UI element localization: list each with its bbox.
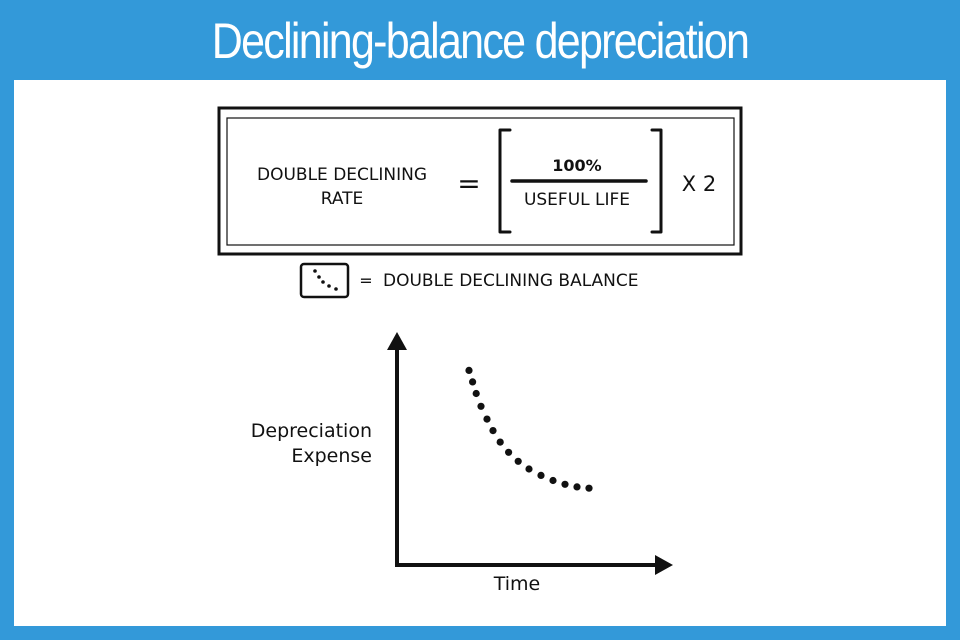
x-axis-arrow (655, 555, 673, 575)
data-point (561, 480, 569, 488)
formula-lhs-line1: DOUBLE DECLINING (257, 165, 427, 185)
formula-box-inner (226, 117, 735, 246)
data-point (496, 438, 504, 446)
formula-box: DOUBLE DECLINING RATE = 100% USEFUL LIFE… (217, 106, 743, 256)
dotted-curve-icon (299, 262, 350, 299)
data-point (514, 457, 522, 465)
formula-box-outer (217, 106, 743, 256)
y-axis-label-line1: Depreciation (251, 420, 372, 442)
data-point (573, 483, 581, 491)
y-axis-label-line2: Expense (291, 445, 372, 467)
data-point (537, 471, 545, 479)
chart: Depreciation Expense Time (251, 332, 673, 595)
y-axis-arrow (387, 332, 407, 350)
data-point (525, 465, 533, 473)
legend: = DOUBLE DECLINING BALANCE (299, 262, 639, 299)
page-title: Declining-balance depreciation (211, 13, 750, 69)
data-point (469, 378, 477, 386)
content-panel (14, 80, 946, 626)
left-bracket (498, 128, 512, 234)
data-point (489, 427, 497, 435)
data-point (549, 476, 557, 485)
data-point (585, 484, 593, 492)
formula-multiplier: X 2 (682, 172, 716, 196)
data-point (477, 402, 485, 410)
right-bracket (650, 128, 663, 234)
formula-lhs-line2: RATE (321, 189, 364, 209)
formula-equals: = (457, 167, 480, 200)
legend-label: DOUBLE DECLINING BALANCE (383, 271, 639, 291)
legend-equals: = (359, 271, 372, 290)
x-axis-label: Time (493, 573, 541, 595)
data-point (472, 389, 480, 398)
data-points (465, 366, 593, 492)
data-point (465, 366, 473, 374)
data-point (483, 415, 491, 423)
formula-numerator: 100% (552, 156, 601, 175)
data-point (505, 448, 513, 456)
formula-denominator: USEFUL LIFE (524, 190, 630, 210)
